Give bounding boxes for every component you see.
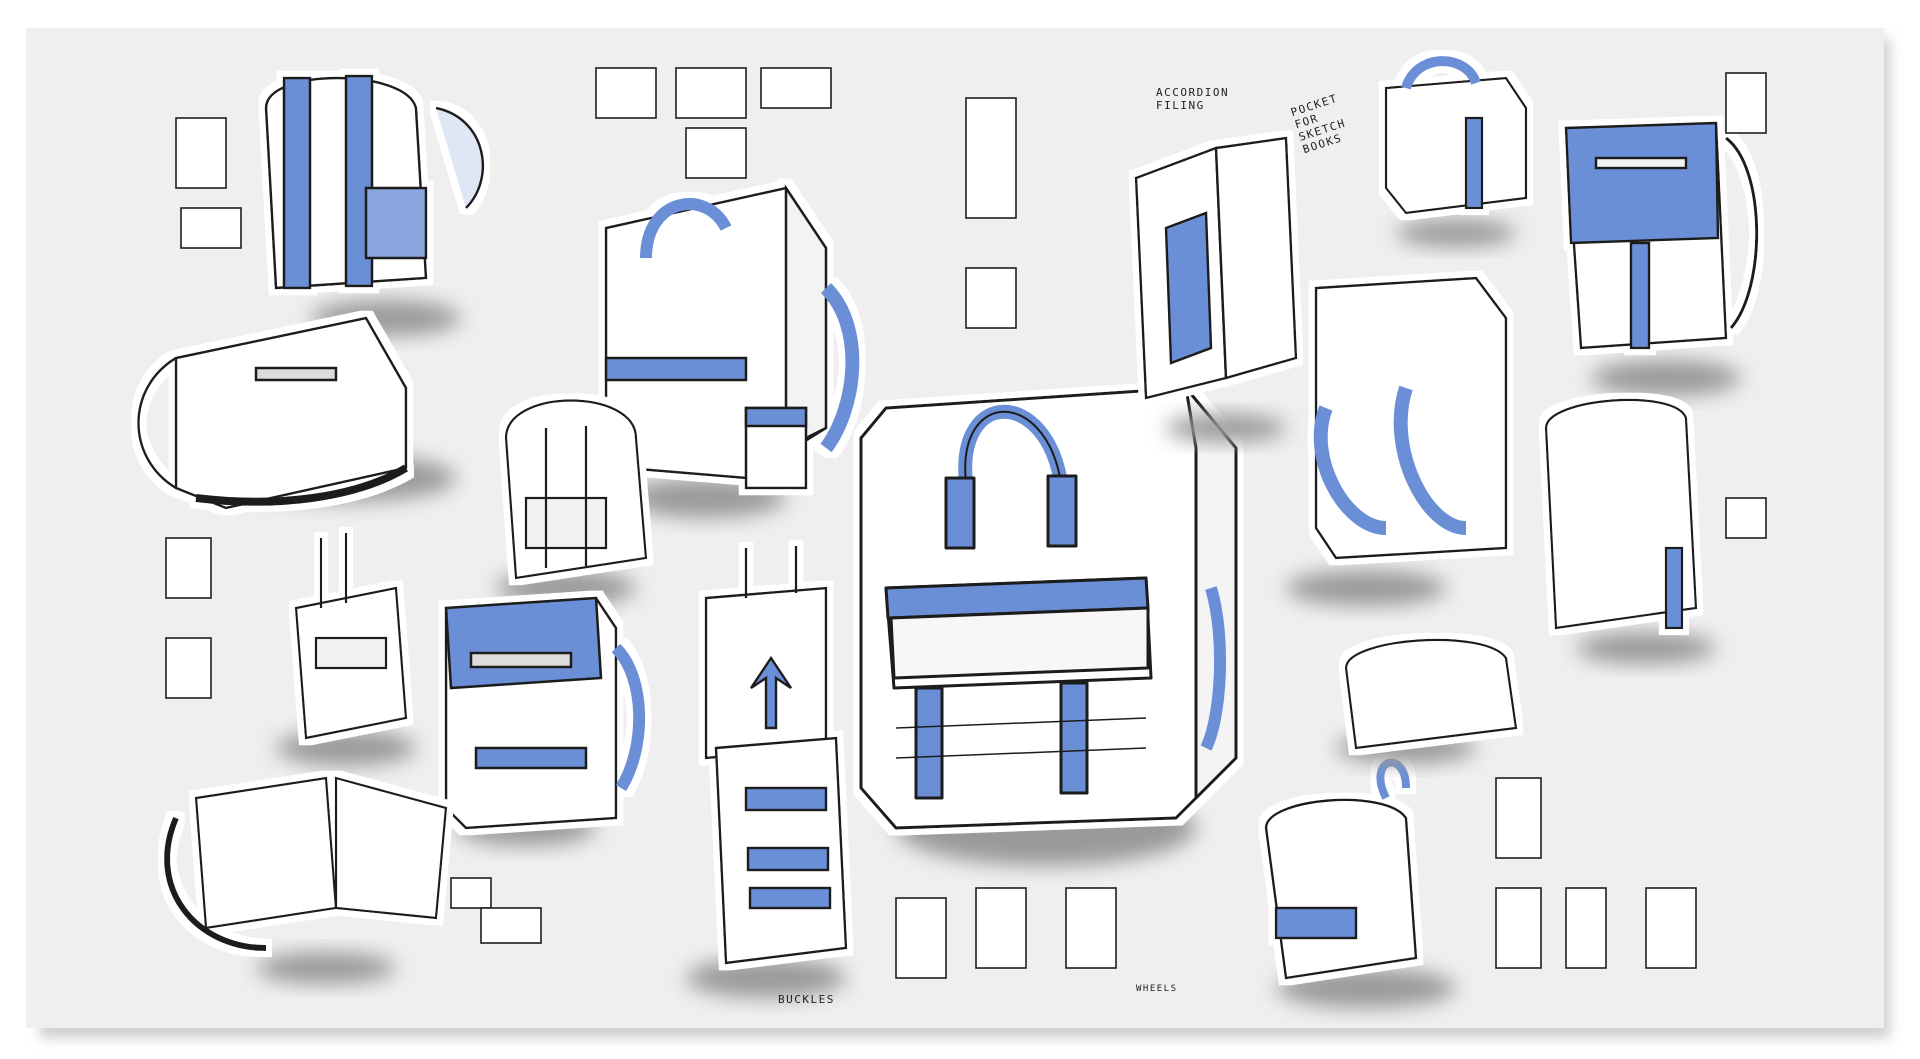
sling-bag-sketch (1336, 638, 1518, 764)
sketch-sheet: ACCORDION FILING POCKET FOR SKETCH BOOKS… (26, 28, 1884, 1028)
laptop-sleeve-sketch (164, 776, 448, 984)
hero-backpack-sketch (859, 386, 1238, 866)
blue-flap-backpack-sketch (1564, 121, 1759, 396)
flap-backpack-sketch (444, 596, 646, 846)
messenger-bag-sketch (137, 316, 456, 510)
suitcase-sketch (276, 533, 416, 766)
thumbnail-sketches (165, 67, 1767, 979)
small-backpack-sketch (496, 399, 648, 606)
rounded-backpack-sketch (1264, 758, 1456, 1008)
unzip-backpack-sketch (686, 546, 848, 998)
accordion-filing-annotation: ACCORDION FILING (1156, 86, 1230, 112)
strap-backpack-sketch (1286, 276, 1508, 606)
duffel-bag-sketch (1384, 56, 1528, 247)
wheels-annotation: WHEELS (1136, 984, 1178, 994)
top-handle-backpack-sketch (264, 74, 485, 336)
angled-backpack-sketch (1544, 398, 1716, 664)
tall-backpack-sketch (604, 183, 860, 518)
sketch-canvas (137, 56, 1767, 1008)
accordion-filing-sketch (1134, 136, 1298, 442)
buckles-annotation: BUCKLES (778, 993, 835, 1006)
